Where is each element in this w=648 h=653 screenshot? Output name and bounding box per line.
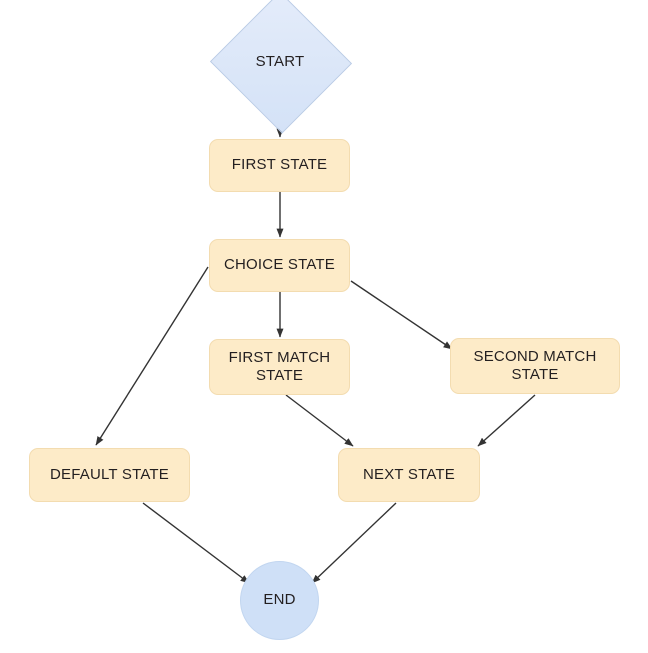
node-next-state[interactable]: NEXT STATE bbox=[338, 448, 480, 502]
edge-choice-state-to-second-match-state bbox=[350, 280, 453, 350]
node-end[interactable]: END bbox=[240, 561, 319, 640]
edge-first-match-state-to-next-state bbox=[285, 394, 354, 447]
edge-choice-state-to-default-state bbox=[95, 266, 209, 446]
node-default-state[interactable]: DEFAULT STATE bbox=[29, 448, 190, 502]
node-start[interactable]: START bbox=[209, 0, 353, 134]
edge-next-state-to-end bbox=[311, 502, 397, 584]
node-choice-state[interactable]: CHOICE STATE bbox=[209, 239, 350, 292]
node-first-match-state[interactable]: FIRST MATCH STATE bbox=[209, 339, 350, 395]
edge-default-state-to-end bbox=[142, 502, 250, 584]
node-start-label: START bbox=[255, 53, 305, 70]
node-second-match-state[interactable]: SECOND MATCH STATE bbox=[450, 338, 620, 394]
node-first-state[interactable]: FIRST STATE bbox=[209, 139, 350, 192]
edge-second-match-state-to-next-state bbox=[477, 394, 536, 447]
